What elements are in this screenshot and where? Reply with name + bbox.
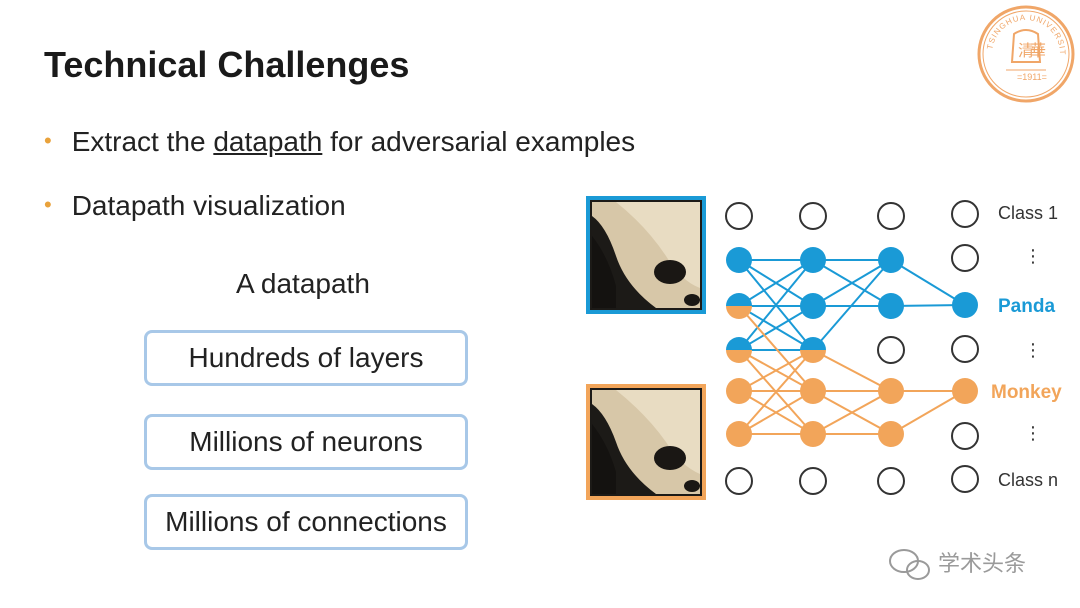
output-neuron-empty	[951, 422, 979, 450]
neuron-panda	[878, 247, 904, 273]
panda-image-blue	[586, 196, 706, 314]
datapath-network-diagram: Class 1 ⋮ Panda ⋮ Monkey ⋮ Class n	[725, 200, 1062, 495]
box-millions-of-neurons: Millions of neurons	[144, 414, 468, 470]
label-class-1: Class 1	[998, 203, 1058, 223]
ellipsis-icon: ⋮	[1024, 423, 1042, 444]
neuron-monkey	[878, 421, 904, 447]
neuron-empty	[725, 467, 753, 495]
slide-title: Technical Challenges	[44, 44, 410, 85]
neuron-empty	[877, 202, 905, 230]
neuron-mixed	[726, 337, 752, 363]
neuron-empty	[877, 467, 905, 495]
label-monkey: Monkey	[991, 382, 1062, 403]
neuron-monkey	[726, 421, 752, 447]
neuron-panda	[800, 293, 826, 319]
svg-text:=1911=: =1911=	[1017, 72, 1047, 82]
panda-connections	[738, 259, 966, 351]
label-panda: Panda	[998, 296, 1055, 317]
datapath-link: datapath	[213, 126, 323, 157]
output-neuron-empty	[951, 244, 979, 272]
output-neuron-monkey	[952, 378, 978, 404]
neuron-empty	[877, 336, 905, 364]
neuron-mixed	[800, 337, 826, 363]
output-neuron-empty	[951, 335, 979, 363]
neuron-monkey	[800, 378, 826, 404]
neuron-empty	[799, 467, 827, 495]
bullet-extract-datapath: •Extract the datapath for adversarial ex…	[44, 126, 636, 157]
bullet-dot: •	[44, 192, 52, 217]
tsinghua-seal-logo: TSINGHUA UNIVERSITY 清 華 =1911=	[976, 4, 1075, 103]
neuron-empty	[725, 202, 753, 230]
watermark: 学术头条	[889, 549, 1026, 580]
ellipsis-icon: ⋮	[1024, 340, 1042, 361]
panda-image-orange	[586, 384, 706, 500]
neuron-monkey	[726, 378, 752, 404]
datapath-caption: A datapath	[236, 268, 370, 299]
output-neuron-empty	[951, 465, 979, 493]
box-millions-of-connections: Millions of connections	[144, 494, 468, 550]
neuron-monkey	[878, 378, 904, 404]
bullet-datapath-visualization: •Datapath visualization	[44, 190, 346, 221]
label-class-n: Class n	[998, 470, 1058, 490]
neuron-panda	[800, 247, 826, 273]
output-neuron-panda	[952, 292, 978, 318]
ellipsis-icon: ⋮	[1024, 246, 1042, 267]
wechat-icon	[889, 549, 930, 580]
neuron-monkey	[800, 421, 826, 447]
bullet-dot: •	[44, 128, 52, 153]
neuron-empty	[799, 202, 827, 230]
box-hundreds-of-layers: Hundreds of layers	[144, 330, 468, 386]
output-neuron-empty	[951, 200, 979, 228]
watermark-text: 学术头条	[938, 552, 1026, 577]
neuron-panda	[878, 293, 904, 319]
neuron-mixed	[726, 293, 752, 319]
svg-text:華: 華	[1030, 41, 1046, 60]
neuron-panda	[726, 247, 752, 273]
svg-text:清: 清	[1018, 41, 1034, 60]
